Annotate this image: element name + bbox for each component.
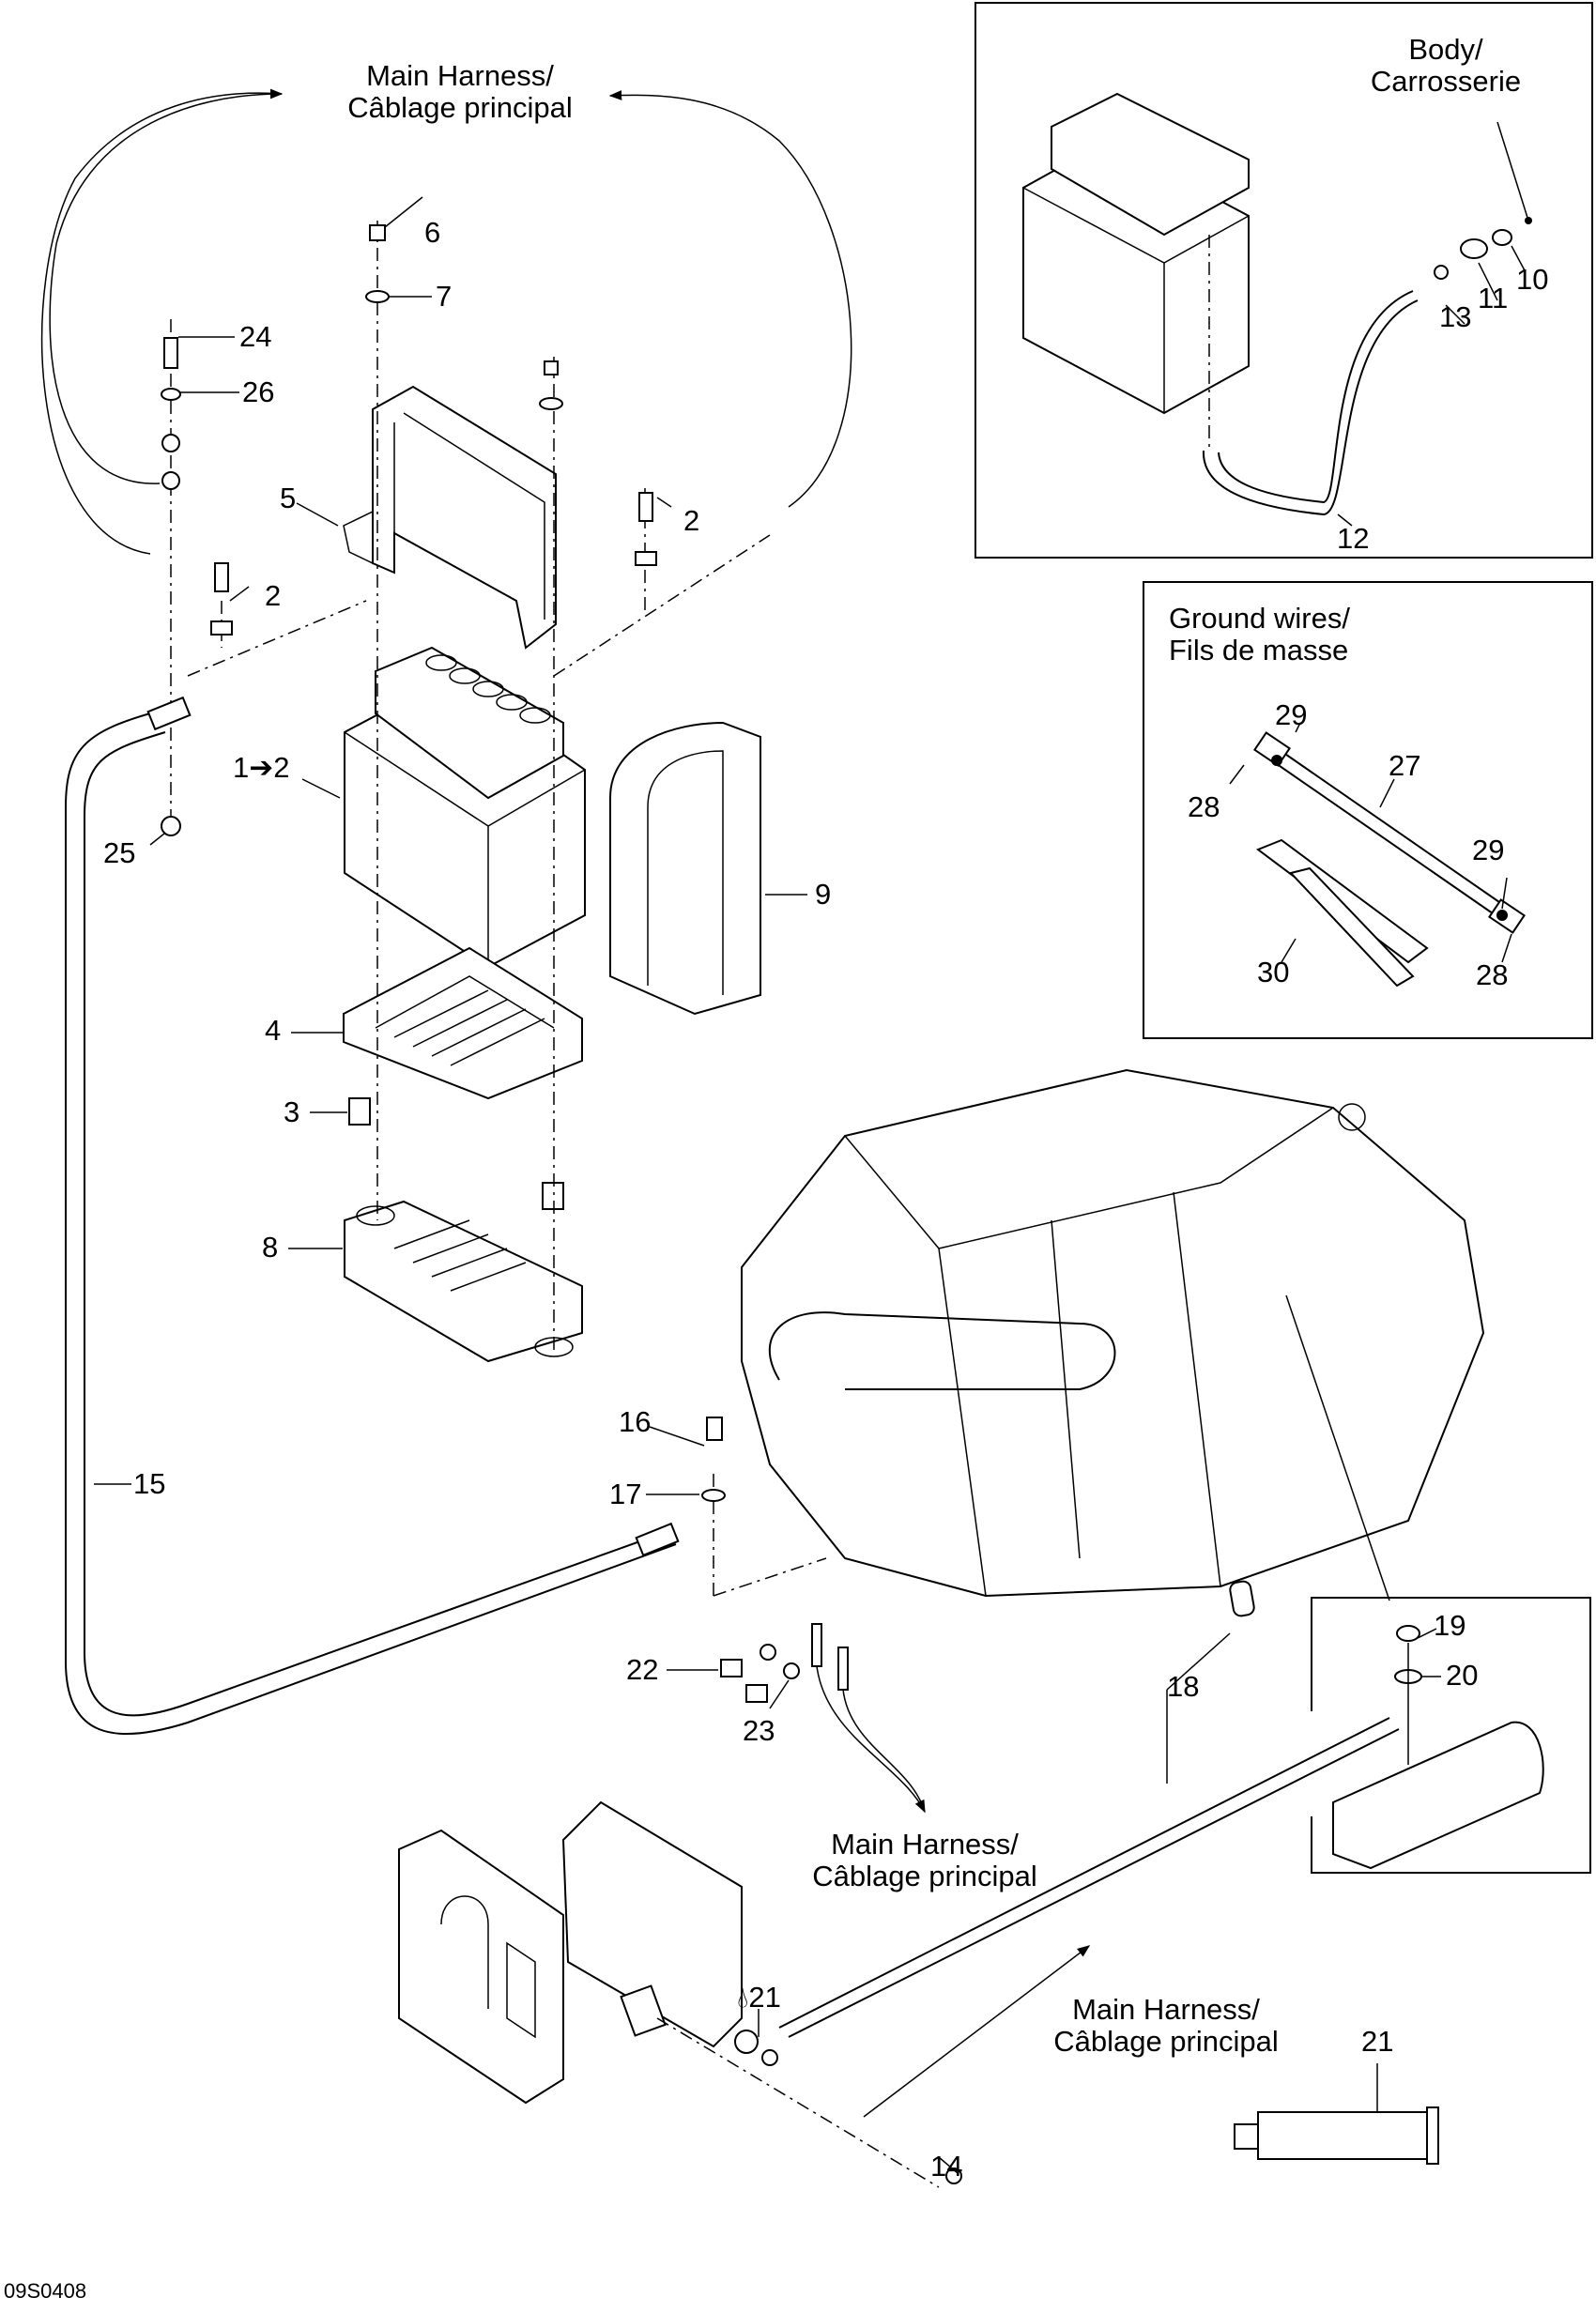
inset-ground-wires — [1253, 731, 1526, 988]
callout-21-number: 21 — [748, 1981, 781, 2014]
callout-18: 18 — [1167, 1670, 1200, 1703]
callout-19: 19 — [1434, 1609, 1466, 1642]
note-main-harness-lower: Main Harness/ Câblage principal — [1025, 1994, 1307, 2058]
callout-22: 22 — [626, 1653, 659, 1686]
note-line: Ground wires/ — [1169, 602, 1350, 635]
fasteners — [161, 224, 1422, 2184]
note-line: Carrosserie — [1370, 65, 1522, 98]
drop-icon: 💧︎ — [737, 1981, 749, 2014]
support-plate — [344, 1200, 583, 1363]
callout-1-supersedes-2: 1➔2 — [233, 751, 290, 784]
callout-30: 30 — [1257, 956, 1290, 988]
note-line: Main Harness/ — [1072, 1993, 1260, 2026]
callout-17: 17 — [609, 1478, 642, 1510]
callout-2-right: 2 — [683, 504, 700, 537]
inset-box-battery-vent — [974, 2, 1593, 559]
connector — [620, 1945, 1091, 2188]
callout-28-right: 28 — [1476, 958, 1509, 991]
callout-13: 13 — [1439, 300, 1472, 333]
inset-box-starter — [1311, 1597, 1591, 1874]
electrical-module — [561, 1800, 743, 2048]
battery-cable — [65, 696, 680, 1736]
dielectric-grease-tube — [1234, 2063, 1439, 2165]
callout-9: 9 — [815, 878, 832, 911]
assembly-lines — [170, 221, 827, 1597]
callout-2-left: 2 — [265, 579, 282, 612]
callout-16: 16 — [619, 1405, 652, 1438]
callout-4: 4 — [265, 1014, 282, 1047]
callout-20: 20 — [1446, 1659, 1479, 1692]
callout-23: 23 — [743, 1714, 775, 1747]
leader-lines — [94, 196, 1527, 2174]
note-line: Fils de masse — [1169, 634, 1349, 666]
harness-arcs-top — [40, 88, 852, 555]
callout-3: 3 — [284, 1095, 300, 1128]
inset-battery-vent — [1022, 92, 1532, 516]
callout-14: 14 — [930, 2150, 963, 2183]
battery-tray — [343, 946, 583, 1100]
engine — [741, 1068, 1485, 1601]
callout-8: 8 — [262, 1231, 279, 1264]
callout-28-left: 28 — [1188, 790, 1220, 823]
mounting-plate — [398, 1829, 564, 2105]
callout-12: 12 — [1337, 522, 1370, 555]
battery-hold-down-bracket — [343, 385, 557, 650]
note-line: Main Harness/ — [366, 59, 554, 92]
note-body: Body/ Carrosserie — [1352, 34, 1540, 98]
callout-21-apply: 💧︎21 — [737, 1983, 781, 2012]
starter-cable — [778, 1580, 1400, 2038]
engine-ground-leads — [720, 1623, 926, 1814]
callout-27: 27 — [1389, 749, 1421, 782]
callout-24: 24 — [239, 320, 272, 353]
callout-29-left: 29 — [1275, 698, 1308, 731]
callout-21-tube: 21 — [1361, 2025, 1394, 2058]
callout-10: 10 — [1516, 263, 1549, 296]
note-line: Câblage principal — [812, 1860, 1037, 1892]
starter-motor — [1332, 1643, 1544, 1870]
callout-25: 25 — [103, 836, 136, 869]
note-ground-wires: Ground wires/ Fils de masse — [1169, 603, 1350, 666]
battery — [344, 646, 586, 969]
grommets — [348, 1097, 564, 1210]
note-main-harness-top: Main Harness/ Câblage principal — [319, 60, 601, 124]
note-line: Câblage principal — [347, 91, 573, 124]
callout-11: 11 — [1478, 282, 1509, 314]
note-line: Body/ — [1408, 33, 1483, 66]
note-main-harness-middle: Main Harness/ Câblage principal — [784, 1829, 1066, 1892]
note-line: Câblage principal — [1053, 2025, 1279, 2058]
callout-6: 6 — [424, 216, 441, 249]
inset-box-ground-wires — [1143, 581, 1593, 1039]
callout-29-right: 29 — [1472, 834, 1505, 866]
note-line: Main Harness/ — [831, 1828, 1019, 1861]
callout-15: 15 — [133, 1467, 166, 1500]
figure-code: 09S0408 — [4, 2279, 87, 2303]
callout-5: 5 — [280, 482, 297, 514]
callout-7: 7 — [436, 280, 453, 313]
callout-26: 26 — [242, 375, 275, 408]
battery-cover — [609, 721, 761, 1016]
